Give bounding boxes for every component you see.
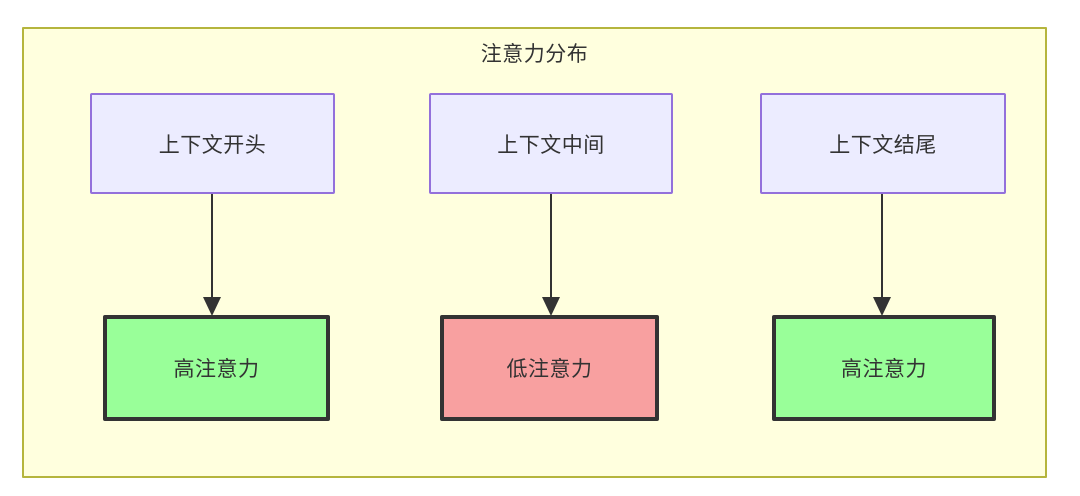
node-context-end-label: 上下文结尾: [829, 132, 937, 157]
node-high-attention-end-label: 高注意力: [841, 357, 927, 381]
node-context-middle-label: 上下文中间: [497, 132, 605, 157]
node-low-attention-middle-label: 低注意力: [506, 357, 593, 381]
node-low-attention-middle[interactable]: 低注意力: [440, 315, 659, 421]
node-high-attention-start[interactable]: 高注意力: [103, 315, 330, 421]
edge-context-start-to-high-attention: [190, 194, 234, 318]
edge-context-end-to-high-attention: [860, 194, 904, 318]
edge-context-middle-to-low-attention: [529, 194, 573, 318]
node-context-start[interactable]: 上下文开头: [90, 93, 335, 194]
attention-distribution-subgraph: 注意力分布 上下文开头 高注意力 上下文中间 低注意力: [22, 27, 1047, 478]
node-high-attention-start-label: 高注意力: [173, 357, 260, 381]
node-context-middle[interactable]: 上下文中间: [429, 93, 673, 194]
node-context-start-label: 上下文开头: [158, 132, 267, 157]
subgraph-title: 注意力分布: [480, 42, 589, 66]
node-context-end[interactable]: 上下文结尾: [760, 93, 1006, 194]
node-high-attention-end[interactable]: 高注意力: [772, 315, 996, 421]
